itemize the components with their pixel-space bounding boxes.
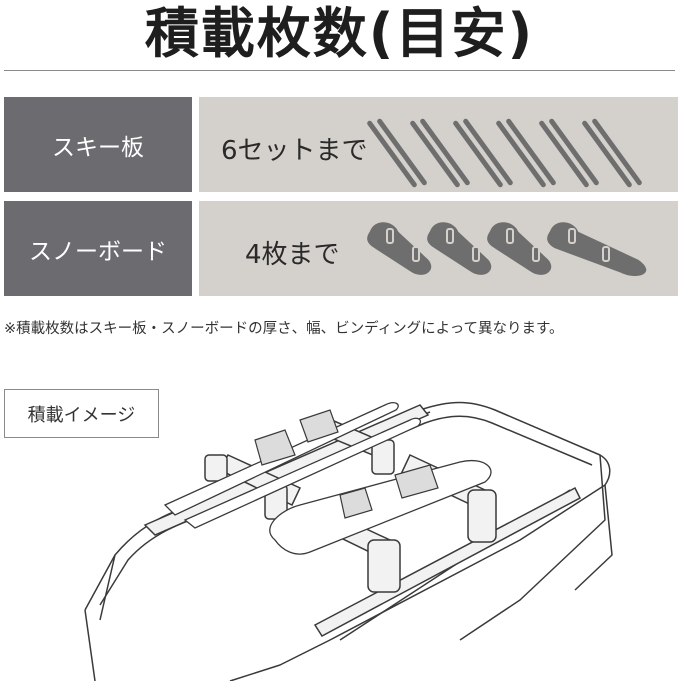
snowboard-icon xyxy=(365,220,434,277)
ski-capacity-text: 6セットまで xyxy=(221,136,368,166)
ski-label-text: スキー板 xyxy=(52,134,144,161)
page-title: 積載枚数(目安) xyxy=(144,2,535,65)
board-carrier-base-2 xyxy=(467,489,497,543)
ski-pair-icon xyxy=(366,117,428,189)
image-label-box: 積載イメージ xyxy=(4,389,159,438)
ski-b xyxy=(183,417,422,529)
ski-pair-icon xyxy=(581,117,643,189)
ski-pair-icon xyxy=(452,117,514,189)
ski-pair-icon xyxy=(409,117,471,189)
snowboard-icon xyxy=(545,220,649,278)
ski-pairs-icon xyxy=(366,117,643,189)
snowboards-icon xyxy=(365,220,649,278)
binding-2 xyxy=(299,409,339,443)
ski-pair-icon xyxy=(495,117,557,189)
capacity-note: ※積載枚数はスキー板・スノーボードの厚さ、幅、ビンディングによって異なります。 xyxy=(4,321,564,337)
car-window-frame xyxy=(84,454,613,681)
snowboard-row-body: 4枚まで xyxy=(199,201,678,296)
snowboard-label-text: スノーボード xyxy=(29,238,167,265)
binding-4 xyxy=(394,464,439,499)
snowboard-capacity-text: 4枚まで xyxy=(245,240,340,270)
title-divider xyxy=(4,70,675,71)
snowboard-icon xyxy=(425,220,494,277)
board-carrier-base xyxy=(367,539,401,593)
snowboard-row-label: スノーボード xyxy=(4,201,192,296)
ski-pair-icon xyxy=(538,117,600,189)
image-label-text: 積載イメージ xyxy=(27,404,136,426)
ski-carrier-rear-end xyxy=(204,454,228,482)
binding-3 xyxy=(339,487,373,519)
binding-1 xyxy=(254,429,296,466)
ski-row-label: スキー板 xyxy=(4,97,192,192)
ski-row-body: 6セットまで xyxy=(199,97,678,192)
snowboard-icon xyxy=(485,220,554,277)
